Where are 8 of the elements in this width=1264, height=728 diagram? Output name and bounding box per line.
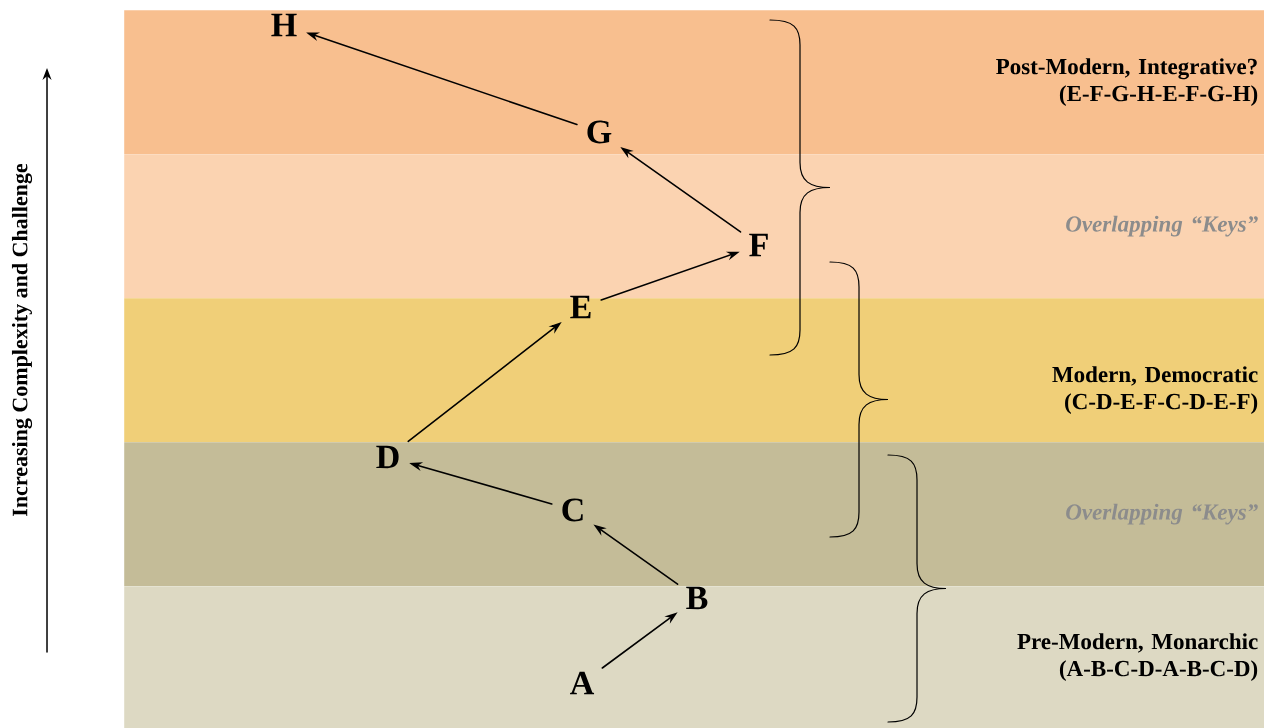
stage-letter: H (271, 13, 297, 37)
stage-letter: D (376, 445, 399, 469)
stage-letter: G (587, 120, 612, 144)
stage-letter: B (686, 586, 708, 610)
stage-letter: C (562, 498, 583, 522)
stage-letter: F (749, 233, 768, 257)
axis-label: Increasing Complexity and Challenge (11, 163, 33, 516)
stage-letter: A (570, 671, 595, 695)
